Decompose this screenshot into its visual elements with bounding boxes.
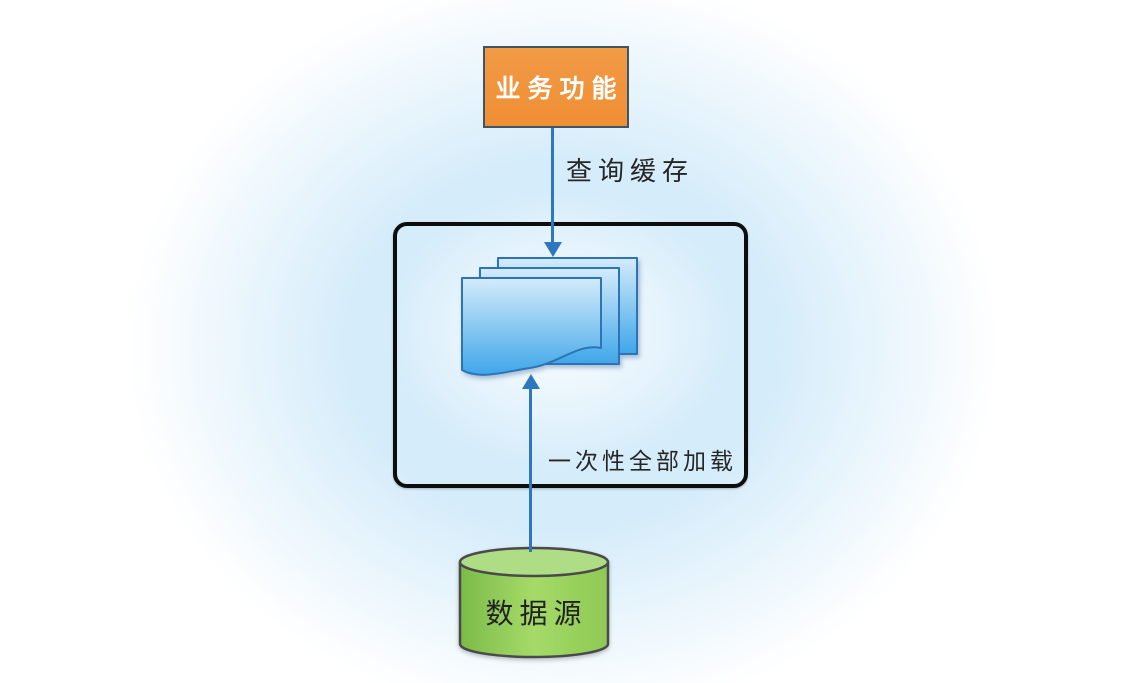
load-all-arrow-line (529, 388, 532, 552)
query-cache-arrow-line (551, 128, 554, 242)
cylinder-body (458, 562, 610, 659)
cylinder-top (458, 546, 610, 578)
database-cylinder-icon (458, 546, 610, 659)
document-front (461, 277, 602, 376)
data-source-label: 数据源 (485, 598, 588, 629)
business-function-label: 业务功能 (495, 75, 624, 103)
document-stack-icon (461, 257, 638, 376)
query-cache-label: 查询缓存 (566, 156, 695, 186)
business-function-node: 业务功能 (483, 46, 629, 128)
load-all-label: 一次性全部加载 (548, 448, 737, 474)
arrow-up-icon (522, 374, 540, 389)
arrow-down-icon (544, 242, 562, 257)
cache-container (393, 222, 748, 488)
